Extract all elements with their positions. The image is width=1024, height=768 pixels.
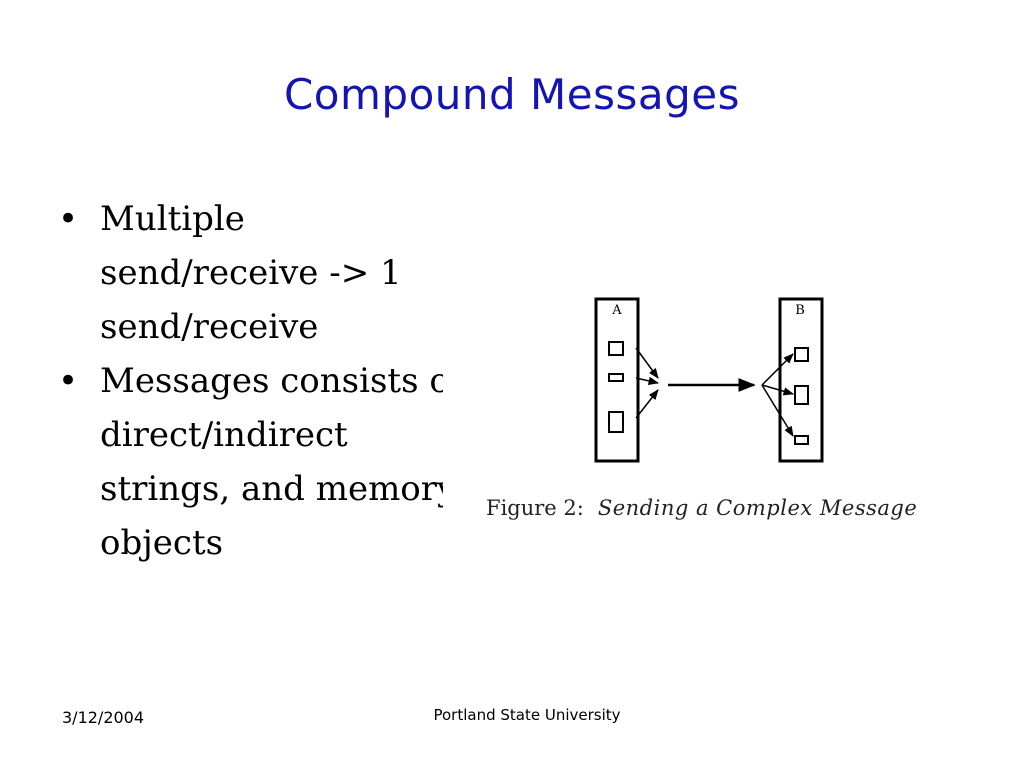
process-a-box xyxy=(594,297,640,463)
bullet-dot: • xyxy=(58,361,79,401)
bullet-line: direct/indirect xyxy=(100,415,348,455)
scatter-arrow xyxy=(761,384,795,396)
bullet-item: • Multiple send/receive -> 1 send/receiv… xyxy=(58,192,443,354)
data-block-b2 xyxy=(794,385,809,405)
scatter-arrow xyxy=(761,384,794,437)
data-block-a1 xyxy=(608,341,624,356)
slide-title: Compound Messages xyxy=(283,70,740,119)
bullet-list: • Multiple send/receive -> 1 send/receiv… xyxy=(58,192,443,570)
bullet-line: Messages consists of xyxy=(100,361,443,401)
caption-prefix: Figure 2: xyxy=(486,496,584,520)
bullet-item: • Messages consists of direct/indirect s… xyxy=(58,354,443,570)
bullet-dot: • xyxy=(58,199,79,239)
gather-arrow xyxy=(635,376,660,386)
data-block-a3 xyxy=(608,411,624,433)
bullet-line: send/receive -> 1 xyxy=(100,253,402,293)
gather-arrow xyxy=(635,347,659,379)
data-block-b3 xyxy=(794,435,809,445)
bullet-line: strings, and memory xyxy=(100,469,443,509)
process-b-box xyxy=(778,297,824,463)
scatter-arrow xyxy=(761,353,794,386)
process-b-label: B xyxy=(795,303,805,318)
caption-text: Sending a Complex Message xyxy=(597,496,918,520)
footer-date: 3/12/2004 xyxy=(62,708,145,727)
process-a-label: A xyxy=(611,303,622,318)
figure-caption: Figure 2: Sending a Complex Message xyxy=(486,496,917,520)
bullet-line: objects xyxy=(100,523,224,563)
footer-organization: Portland State University xyxy=(433,706,621,724)
bullet-line: send/receive xyxy=(100,307,319,347)
data-block-a2 xyxy=(608,373,624,382)
data-block-b1 xyxy=(794,347,809,362)
bullet-line: Multiple xyxy=(100,199,245,239)
gather-arrow xyxy=(635,389,659,419)
